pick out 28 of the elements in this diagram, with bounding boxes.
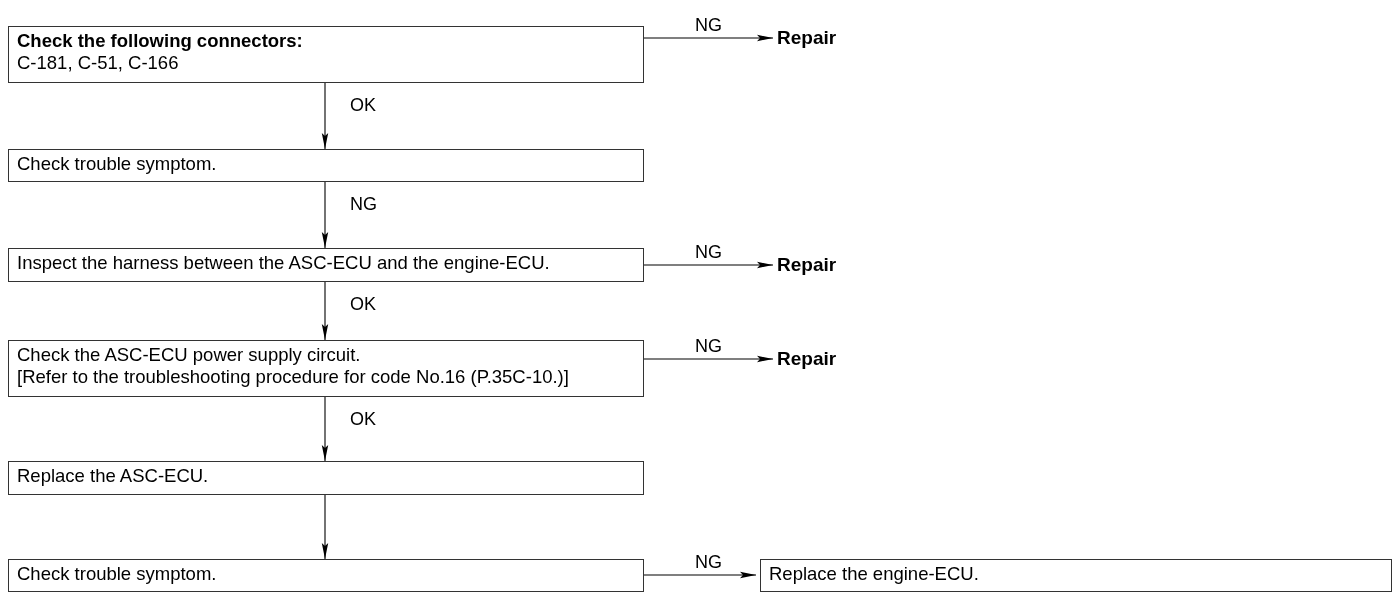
process-box <box>8 461 644 495</box>
process-box <box>8 340 644 397</box>
step-text: Inspect the harness between the ASC-ECU and the engine-ECU. <box>17 252 551 274</box>
arrow <box>321 396 329 462</box>
arrow <box>643 261 774 269</box>
arrow <box>321 281 329 341</box>
step-heading: Check the ASC-ECU power supply circuit. <box>17 344 362 366</box>
step-text: Check trouble symptom. <box>17 153 218 175</box>
arrow <box>321 494 329 560</box>
outcome-text: Repair <box>777 254 837 276</box>
step-note: [Refer to the troubleshooting procedure for code No.16 (P.35C-10.)] <box>17 366 570 388</box>
outcome-text: Repair <box>777 348 837 370</box>
arrow <box>643 571 757 579</box>
arrow <box>643 355 774 363</box>
process-box <box>760 559 1392 592</box>
process-box <box>8 248 644 282</box>
step-note: C-181, C-51, C-166 <box>17 52 180 74</box>
arrow <box>321 181 329 249</box>
arrow <box>643 34 774 42</box>
step-heading: Check the following connectors: <box>17 30 304 52</box>
step-text: Replace the ASC-ECU. <box>17 465 210 487</box>
process-box <box>8 559 644 592</box>
step-text: Check trouble symptom. <box>17 563 218 585</box>
step-text: Replace the engine-ECU. <box>769 563 980 585</box>
outcome-text: Repair <box>777 27 837 49</box>
process-box <box>8 149 644 182</box>
arrow <box>321 82 329 150</box>
process-box <box>8 26 644 83</box>
